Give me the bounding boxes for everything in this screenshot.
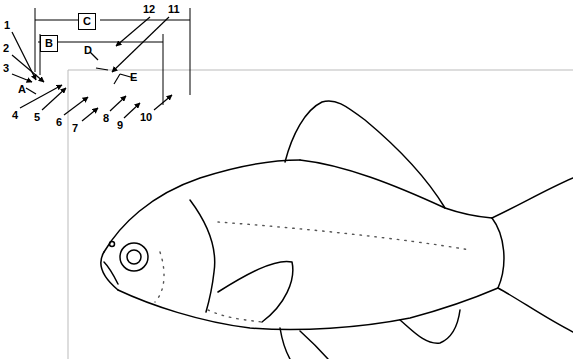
callout-number: 4 (12, 110, 18, 121)
callout-number: 10 (140, 112, 152, 123)
dimension-letter-box: B (40, 35, 58, 52)
leader-line (12, 17, 172, 121)
dimension-line (35, 8, 190, 105)
lateral-line (155, 222, 470, 322)
dimension-letter: E (130, 72, 137, 83)
callout-number: 9 (117, 120, 123, 131)
dimension-letter: A (18, 84, 26, 95)
dimension-letter: C (83, 16, 91, 27)
callout-number: 7 (72, 123, 78, 134)
dimension-letter: D (84, 45, 92, 56)
fish-outline (101, 101, 573, 359)
callout-number: 2 (3, 43, 9, 54)
dimension-letter: B (45, 38, 53, 49)
callout-number: 6 (56, 117, 62, 128)
dimension-letter-box: C (78, 13, 96, 30)
callout-number: 5 (34, 112, 40, 123)
callout-number: 8 (103, 113, 109, 124)
callout-number: 3 (3, 63, 9, 74)
callout-number: 1 (4, 20, 10, 31)
callout-number: 12 (143, 4, 155, 15)
frame-line (68, 70, 573, 359)
callout-number: 11 (168, 4, 180, 15)
